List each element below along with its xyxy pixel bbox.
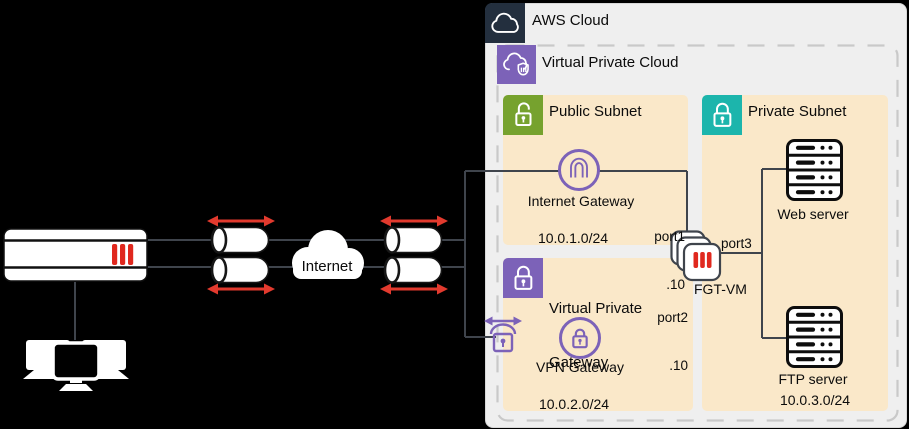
traffic-arrow-icon xyxy=(207,283,275,295)
vpc-title: Virtual Private Cloud xyxy=(542,54,679,71)
web-server-icon xyxy=(786,139,843,201)
internet-label: Internet xyxy=(301,258,353,275)
public-subnet-title: Public Subnet xyxy=(549,103,642,120)
private-subnet-cidr: 10.0.3.0/24 xyxy=(779,392,851,408)
vpn-gateway-label: VPN Gateway xyxy=(536,359,624,375)
virtual-private-gateway-icon xyxy=(503,258,543,298)
internet-cloud-icon xyxy=(292,230,364,279)
vpn-tunnel-icon xyxy=(383,226,443,254)
port2-label: port2 .10 xyxy=(657,310,688,373)
vpn-connection-icon xyxy=(484,316,522,353)
vpn-tunnel-icon xyxy=(210,256,270,284)
traffic-arrow-icon xyxy=(380,283,448,295)
port1-label: port1 .10 xyxy=(654,229,685,292)
internet-gateway-label: Internet Gateway xyxy=(527,193,635,209)
vgw-title: Virtual Private Gateway xyxy=(549,300,643,371)
vpn-tunnel-icon xyxy=(210,226,270,254)
vgw-subnet-cidr: 10.0.2.0/24 xyxy=(538,396,610,412)
private-subnet-title: Private Subnet xyxy=(748,103,847,120)
public-subnet-icon xyxy=(503,95,543,135)
vpn-tunnel-icon xyxy=(383,256,443,284)
private-subnet-icon xyxy=(702,95,742,135)
workstation-icon xyxy=(23,340,129,391)
web-server-label: Web server xyxy=(777,206,849,222)
vpc-icon xyxy=(497,45,536,84)
vpn-gateway-icon xyxy=(559,317,601,359)
public-subnet-cidr: 10.0.1.0/24 xyxy=(537,230,609,246)
port3-label: port3 xyxy=(721,236,752,251)
fortigate-appliance-icon xyxy=(3,228,148,282)
vpc-dashed-border xyxy=(496,44,899,422)
aws-cloud-icon xyxy=(485,3,525,43)
fgt-vm-label: FGT-VM xyxy=(694,281,747,297)
ftp-server-label: FTP server xyxy=(778,371,848,387)
aws-cloud-title: AWS Cloud xyxy=(532,12,609,29)
fgt-vm-icon xyxy=(670,230,722,282)
ftp-server-icon xyxy=(786,306,843,368)
traffic-arrow-icon xyxy=(207,215,275,227)
internet-gateway-icon xyxy=(558,149,600,191)
traffic-arrow-icon xyxy=(380,215,448,227)
